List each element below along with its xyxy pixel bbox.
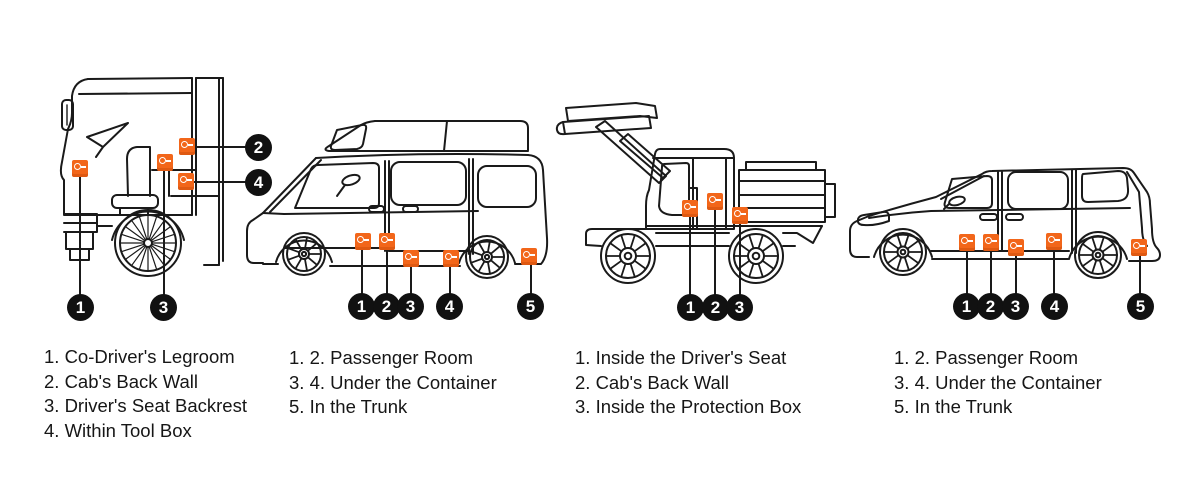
- marker-badge-truck-3: 3: [150, 294, 177, 321]
- legend-item: 3. 4. Under the Container: [289, 371, 497, 393]
- legend-item: 1. 2. Passenger Room: [894, 347, 1079, 368]
- legend-item: 2. Cab's Back Wall: [575, 371, 729, 393]
- tracker-icon-truck-toolbox: [178, 173, 194, 190]
- legend-loader: 1. Inside the Driver's Seat 2. Cab's Bac…: [575, 346, 801, 420]
- tracker-icon-van-4: [443, 250, 459, 267]
- tracker-icon-loader-3: [732, 207, 748, 224]
- marker-badge-truck-2: 2: [245, 134, 272, 161]
- marker-badge-van-1: 1: [348, 293, 375, 320]
- marker-badge-loader-1: 1: [677, 294, 704, 321]
- marker-badge-suv-2: 2: [977, 293, 1004, 320]
- legend-item: 4. Within Tool Box: [44, 420, 192, 442]
- marker-badge-suv-5: 5: [1127, 293, 1154, 320]
- tracker-icon-van-2: [379, 233, 395, 250]
- tracker-icon-van-3: [403, 250, 419, 267]
- tracker-icon-suv-1: [959, 234, 975, 251]
- marker-badge-truck-1: 1: [67, 294, 94, 321]
- tracker-icon-loader-1: [682, 200, 698, 217]
- tracker-icon-van-5: [521, 248, 537, 265]
- tracker-icon-suv-2: [983, 234, 999, 251]
- marker-badge-loader-3: 3: [726, 294, 753, 321]
- van-front-wheel: [282, 232, 326, 276]
- suv-front-wheel: [879, 228, 927, 276]
- legend-item: 2. Cab's Back Wall: [44, 370, 198, 392]
- marker-badge-suv-3: 3: [1002, 293, 1029, 320]
- legend-item: 3. Inside the Protection Box: [575, 396, 802, 418]
- marker-badge-loader-2: 2: [702, 294, 729, 321]
- legend-truck: 1. Co-Driver's Legroom 2. Cab's Back Wal…: [44, 345, 247, 444]
- legend-item: 1. 2. Passenger Room: [289, 347, 474, 368]
- tracker-icon-suv-3: [1008, 239, 1024, 256]
- tracker-icon-van-1: [355, 233, 371, 250]
- legend-item: 5. In the Trunk: [894, 396, 1013, 418]
- legend-item: 5. In the Trunk: [289, 396, 408, 418]
- tracker-icon-loader-2: [707, 193, 723, 210]
- tracker-icon-suv-5: [1131, 239, 1147, 256]
- legend-suv: 1. 2. Passenger Room 3. 4. Under the Con…: [894, 346, 1102, 420]
- loader-rear-wheel: [728, 228, 784, 284]
- legend-item: 3. Driver's Seat Backrest: [44, 395, 247, 417]
- legend-item: 1. Inside the Driver's Seat: [575, 347, 787, 368]
- marker-badge-van-2: 2: [373, 293, 400, 320]
- legend-item: 3. 4. Under the Container: [894, 371, 1102, 393]
- tracker-icon-suv-4: [1046, 233, 1062, 250]
- van-rear-wheel: [465, 235, 509, 279]
- loader-front-wheel: [600, 228, 656, 284]
- loader-truck-art: [555, 102, 836, 295]
- marker-badge-truck-4: 4: [245, 169, 272, 196]
- suv-rear-wheel: [1074, 231, 1122, 279]
- marker-badge-van-5: 5: [517, 293, 544, 320]
- tracker-icon-truck-seat: [157, 154, 173, 171]
- marker-badge-van-4: 4: [436, 293, 463, 320]
- suv-wagon-art: [849, 167, 1161, 294]
- truck-wheel: [114, 209, 182, 277]
- marker-badge-suv-4: 4: [1041, 293, 1068, 320]
- panel-van-art: [246, 120, 549, 294]
- tracker-icon-truck-backwall: [179, 138, 195, 155]
- tracker-icon-truck-legroom: [72, 160, 88, 177]
- truck-cab-art: [59, 77, 246, 295]
- legend-van: 1. 2. Passenger Room 3. 4. Under the Con…: [289, 346, 497, 420]
- marker-badge-van-3: 3: [397, 293, 424, 320]
- legend-item: 1. Co-Driver's Legroom: [44, 346, 235, 367]
- marker-badge-suv-1: 1: [953, 293, 980, 320]
